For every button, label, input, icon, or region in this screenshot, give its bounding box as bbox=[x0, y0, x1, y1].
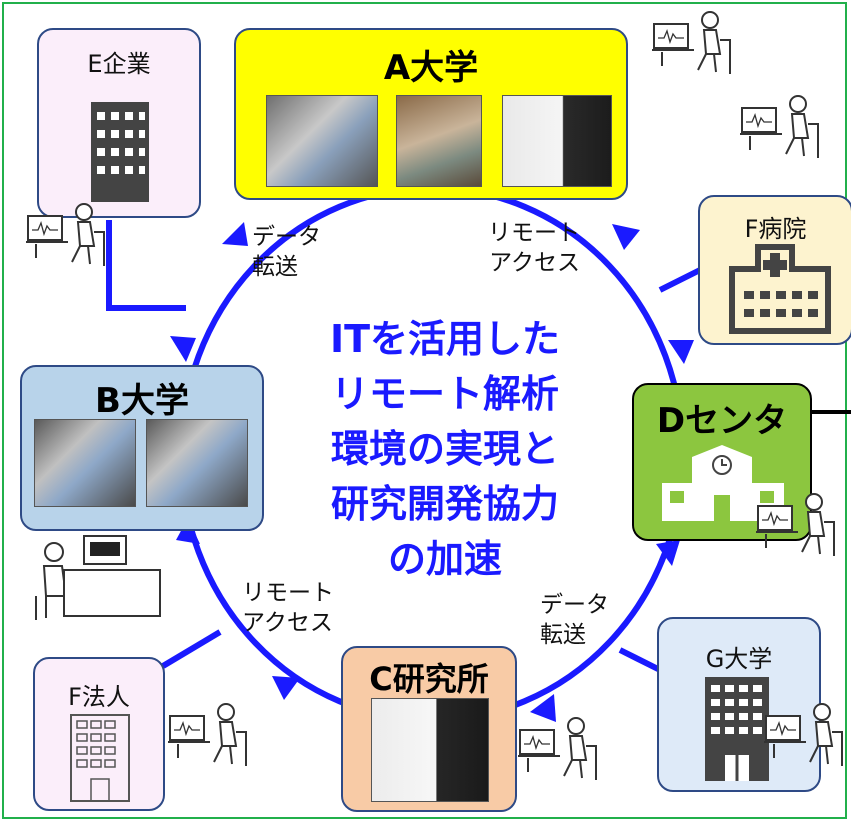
b-univ-label: B大学 bbox=[95, 381, 189, 421]
arrow-toward-b-univ bbox=[170, 336, 196, 362]
arrow-toward-c-lab-right bbox=[530, 694, 556, 722]
edge-label-remote-access-top: リモート アクセス bbox=[488, 218, 580, 278]
node-a-univ: A大学 bbox=[234, 28, 628, 200]
office-building-icon bbox=[705, 677, 769, 781]
center-title-line: リモート解析 bbox=[330, 372, 559, 416]
researcher-at-computer-icon bbox=[739, 95, 819, 159]
edge-label-line: データ bbox=[540, 592, 609, 618]
center-title-line: 研究開発協力 bbox=[330, 482, 559, 526]
researcher-at-computer-icon bbox=[755, 493, 835, 557]
edge-label-line: リモート bbox=[488, 220, 580, 246]
researcher-at-computer-icon bbox=[763, 703, 843, 767]
node-f-hospital: F病院 bbox=[698, 195, 851, 345]
connector-f-corp bbox=[161, 629, 222, 669]
connector-e-company bbox=[106, 220, 186, 311]
researcher-at-computer-icon bbox=[167, 703, 247, 767]
arrow-toward-c-lab-left bbox=[272, 676, 300, 700]
edge-label-remote-access-bottom: リモート アクセス bbox=[242, 578, 334, 638]
arrow-from-b-univ bbox=[176, 518, 200, 544]
researcher-at-desk-icon bbox=[35, 535, 161, 620]
researcher-at-computer-icon bbox=[25, 203, 105, 267]
hospital-icon bbox=[729, 244, 831, 334]
lab-instrument-photo bbox=[266, 95, 378, 187]
f-corp-label: F法人 bbox=[68, 683, 130, 711]
edge-label-data-transfer-bottom: データ 転送 bbox=[540, 590, 609, 650]
connector-g-univ bbox=[618, 647, 662, 673]
center-title-line: ITを活用した bbox=[329, 317, 561, 361]
c-lab-label: C研究所 bbox=[369, 660, 489, 698]
node-e-company: E企業 bbox=[37, 28, 201, 218]
node-g-univ: G大学 bbox=[657, 617, 821, 792]
node-b-univ: B大学 bbox=[20, 365, 264, 531]
e-company-label: E企業 bbox=[87, 50, 151, 78]
edge-label-line: アクセス bbox=[242, 610, 333, 636]
arrow-toward-d-center bbox=[668, 340, 694, 364]
lab-instrument-photo bbox=[34, 419, 136, 507]
f-hospital-label: F病院 bbox=[744, 215, 807, 243]
a-univ-label: A大学 bbox=[383, 48, 479, 88]
arrow-from-d-center bbox=[656, 540, 680, 566]
g-univ-label: G大学 bbox=[705, 645, 773, 673]
edge-label-line: リモート bbox=[242, 580, 334, 606]
office-building-icon bbox=[70, 714, 130, 802]
node-f-corp: F法人 bbox=[33, 657, 165, 811]
edge-label-line: 転送 bbox=[540, 622, 586, 648]
researcher-at-computer-icon bbox=[517, 717, 597, 781]
edge-label-data-transfer-top: データ 転送 bbox=[252, 222, 321, 282]
building-icon bbox=[91, 102, 149, 202]
arrow-toward-a-univ bbox=[222, 222, 248, 246]
arrow-from-a-univ bbox=[612, 224, 640, 250]
edge-label-line: アクセス bbox=[489, 250, 580, 276]
center-title-line: 環境の実現と bbox=[330, 427, 559, 471]
center-title: ITを活用した リモート解析 環境の実現と 研究開発協力 の加速 bbox=[270, 312, 620, 587]
edge-label-line: データ bbox=[252, 224, 321, 250]
lab-instrument-photo bbox=[502, 95, 612, 187]
node-c-lab: C研究所 bbox=[341, 646, 517, 812]
researcher-at-computer-icon bbox=[651, 11, 731, 75]
connector-f-hospital bbox=[658, 267, 702, 293]
center-title-line: の加速 bbox=[387, 537, 502, 581]
lab-instrument-photo bbox=[371, 698, 489, 802]
lab-instrument-photo bbox=[396, 95, 482, 187]
lab-instrument-photo bbox=[146, 419, 248, 507]
edge-label-line: 転送 bbox=[252, 254, 298, 280]
d-center-label: Dセンタ bbox=[656, 401, 788, 441]
school-icon bbox=[662, 445, 784, 521]
